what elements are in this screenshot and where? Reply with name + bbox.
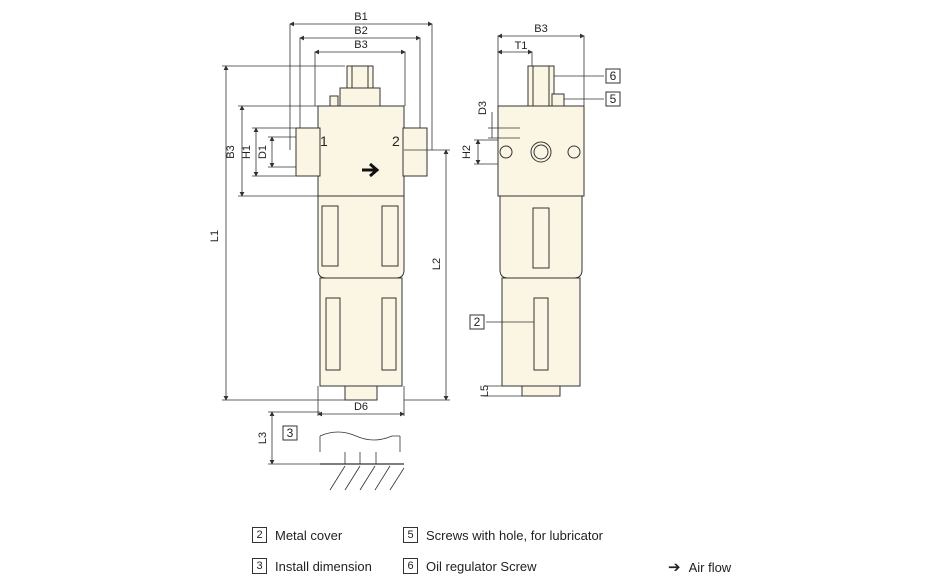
dim-d3: D3 (477, 101, 489, 115)
port-inlet-label: 1 (320, 133, 328, 149)
tag-box-oil-regulator (605, 68, 621, 84)
dim-l2: L2 (431, 258, 443, 270)
tag-box-install (282, 425, 298, 441)
legend-label-metal-cover: Metal cover (275, 527, 343, 543)
legend-item-metal-cover: 2 Metal cover (252, 527, 342, 543)
front-dimension-lines (222, 21, 450, 465)
legend-number-install-dimension: 3 (252, 558, 267, 574)
dim-b3-right: B3 (534, 23, 547, 35)
dim-b3: B3 (354, 39, 367, 51)
legend-label-oil-regulator: Oil regulator Screw (426, 558, 537, 574)
dim-t1: T1 (515, 40, 528, 52)
dim-d1: D1 (257, 145, 269, 159)
legend-item-lubricator-screw: 5 Screws with hole, for lubricator (403, 527, 603, 543)
air-flow-arrow-front (362, 162, 380, 178)
tag-lubricator-screw: 5 (610, 92, 617, 106)
tag-metal-cover: 2 (474, 315, 481, 329)
dim-l3: L3 (257, 432, 269, 444)
tag-box-lubricator-screw (605, 91, 621, 107)
side-dimension-lines (474, 33, 585, 397)
dim-b1: B1 (354, 11, 367, 23)
legend-number-lubricator-screw: 5 (403, 527, 418, 543)
dim-d6: D6 (354, 401, 368, 413)
legend-item-install-dimension: 3 Install dimension (252, 558, 372, 574)
dim-h2: H2 (461, 145, 473, 159)
dim-l1: L1 (209, 230, 221, 242)
dim-l5: L5 (479, 385, 491, 397)
dim-b3-side: B3 (225, 145, 237, 158)
legend-item-oil-regulator: 6 Oil regulator Screw (403, 558, 537, 574)
legend-item-air-flow: ➔ Air flow (668, 558, 731, 576)
install-ground (319, 431, 405, 491)
legend-label-air-flow: Air flow (688, 559, 732, 575)
dim-h1: H1 (241, 145, 253, 159)
dim-b2: B2 (354, 25, 367, 37)
legend-label-install-dimension: Install dimension (275, 558, 372, 574)
tag-install-dimension: 3 (287, 426, 294, 440)
side-view (497, 65, 585, 397)
port-outlet-label: 2 (392, 133, 400, 149)
tag-box-metal-cover (469, 314, 485, 330)
legend-label-lubricator-screw: Screws with hole, for lubricator (426, 527, 604, 543)
legend-number-oil-regulator: 6 (403, 558, 418, 574)
tag-oil-regulator: 6 (610, 69, 617, 83)
front-view (295, 65, 428, 401)
air-flow-arrow-icon: ➔ (668, 559, 681, 576)
legend-number-metal-cover: 2 (252, 527, 267, 543)
